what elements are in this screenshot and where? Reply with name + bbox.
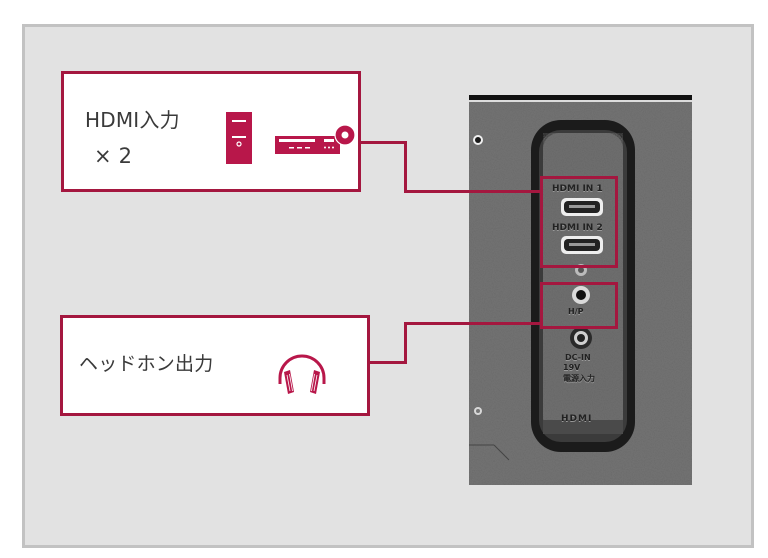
- headphone-output-callout: ヘッドホン出力: [60, 315, 370, 416]
- hdmi-connector-line: [358, 141, 407, 144]
- port-label-hdmi1: HDMI IN 1: [552, 184, 603, 194]
- hdmi-connector-line: [404, 141, 407, 193]
- hdmi-input-count: × 2: [94, 144, 133, 168]
- hdmi-logo: HDMI: [561, 414, 593, 424]
- port-label-dcin: DC-IN: [565, 353, 591, 362]
- pc-tower-icon: [226, 112, 252, 164]
- headphone-connector-line: [367, 361, 407, 364]
- monitor-rear-illustration: [469, 95, 692, 485]
- hdmi-input-callout: HDMI入力 × 2: [61, 71, 361, 192]
- hdmi-ports-highlight: [540, 176, 618, 268]
- disc-player-icon: [275, 124, 355, 154]
- headphone-connector-line: [404, 322, 407, 364]
- headphone-output-title: ヘッドホン出力: [79, 353, 214, 375]
- headphones-icon: [278, 354, 326, 394]
- port-label-hp: H/P: [568, 307, 584, 316]
- port-label-dcin-jp: 電源入力: [563, 374, 595, 383]
- port-label-hdmi2: HDMI IN 2: [552, 223, 603, 233]
- hdmi-input-title: HDMI入力: [85, 108, 180, 132]
- hdmi-connector-line: [404, 190, 542, 193]
- port-label-dcin-voltage: 19V: [563, 363, 581, 372]
- headphone-connector-line: [404, 322, 542, 325]
- monitor-rear-photo: HDMI IN 1 HDMI IN 2 H/P DC-IN 19V 電源入力 H…: [469, 95, 692, 485]
- headphone-port-highlight: [540, 282, 618, 329]
